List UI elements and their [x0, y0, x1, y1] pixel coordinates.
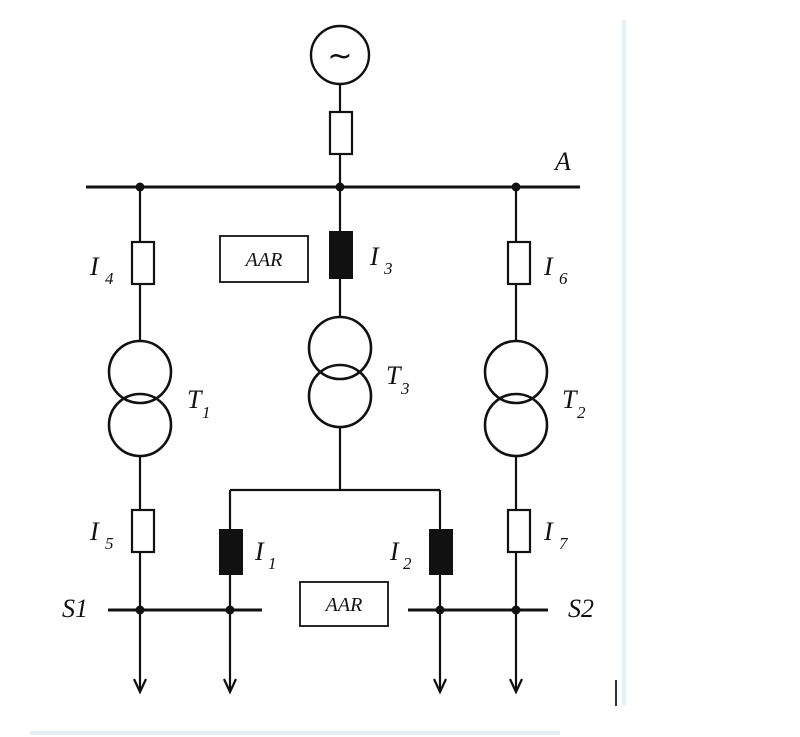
generator-breaker: [328, 110, 354, 156]
breaker-i5-subscript: 5: [105, 534, 114, 553]
transformer-t3-label: T: [386, 361, 402, 390]
breaker-i1-subscript: 1: [268, 554, 277, 573]
transformer-t1-label: T: [187, 385, 203, 414]
breaker-i3: [329, 231, 353, 279]
breaker-i3-subscript: 3: [383, 259, 393, 278]
right-feeder-arrow-icon: [509, 678, 523, 695]
breaker-i4: [130, 240, 156, 286]
i2-feeder-arrow-icon: [433, 678, 447, 695]
breaker-i5-label: I: [89, 517, 100, 546]
breaker-i6: [506, 240, 532, 286]
transformer-t2-label: T: [562, 385, 578, 414]
i1-feeder-arrow-icon: [223, 678, 237, 695]
transformer-t3-primary-icon: [307, 315, 373, 381]
generator-symbol: ~: [327, 39, 352, 74]
aar-bottom-label: AAR: [324, 594, 363, 616]
breaker-i3-label: I: [369, 242, 380, 271]
breaker-i7-label: I: [543, 517, 554, 546]
bus-s2-label: S2: [568, 594, 594, 623]
transformer-t1-primary-icon: [107, 339, 173, 405]
transformer-t2-subscript: 2: [577, 403, 586, 422]
breaker-i4-label: I: [89, 252, 100, 281]
bus-s2-node-right: [511, 605, 521, 615]
bus-s1-label: S1: [62, 594, 88, 623]
breaker-i1-label: I: [254, 537, 265, 566]
breaker-i7: [506, 508, 532, 554]
transformer-t3-subscript: 3: [400, 379, 410, 398]
transformer-t3-secondary-icon: [307, 363, 373, 429]
breaker-i1: [219, 529, 243, 575]
breaker-i4-subscript: 4: [105, 269, 114, 288]
breaker-i7-subscript: 7: [559, 534, 569, 553]
left-feeder-arrow-icon: [133, 678, 147, 695]
breaker-i2: [429, 529, 453, 575]
transformer-t2-primary-icon: [483, 339, 549, 405]
breaker-i6-label: I: [543, 252, 554, 281]
bus-s1-node-right: [225, 605, 235, 615]
bus-s2-node-left: [435, 605, 445, 615]
aar-bottom-box: [299, 581, 389, 627]
breaker-i6-subscript: 6: [559, 269, 568, 288]
bus-s1-node-left: [135, 605, 145, 615]
aar-top-box: [219, 235, 309, 283]
transformer-t1-subscript: 1: [202, 403, 211, 422]
aar-top-label: AAR: [244, 249, 283, 271]
breaker-i2-subscript: 2: [403, 554, 412, 573]
bus-a-label: A: [553, 147, 571, 176]
breaker-i5: [130, 508, 156, 554]
breaker-i2-label: I: [389, 537, 400, 566]
